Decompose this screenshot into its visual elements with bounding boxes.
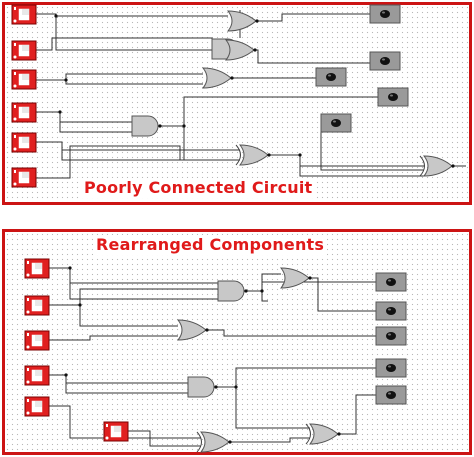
wire bbox=[160, 96, 378, 127]
wire bbox=[207, 329, 376, 337]
junction-dot bbox=[234, 385, 238, 389]
toggle-switch-icon[interactable] bbox=[11, 132, 37, 153]
toggle-switch-icon[interactable] bbox=[24, 365, 50, 386]
wire bbox=[65, 375, 188, 394]
output-lamp-icon bbox=[369, 51, 401, 71]
wire bbox=[36, 37, 213, 51]
components bbox=[11, 4, 455, 453]
wire bbox=[183, 126, 240, 161]
wire bbox=[65, 80, 203, 85]
wires bbox=[36, 10, 466, 447]
junction-dot bbox=[78, 303, 82, 307]
wire bbox=[261, 291, 268, 302]
or-gate-icon bbox=[201, 67, 234, 89]
wire bbox=[320, 124, 424, 171]
junction-dot bbox=[298, 153, 302, 157]
wire bbox=[269, 154, 424, 167]
xor-gate-icon bbox=[196, 431, 232, 453]
junction-dot bbox=[182, 124, 186, 128]
wire bbox=[79, 305, 178, 327]
toggle-switch-icon[interactable] bbox=[11, 102, 37, 123]
toggle-switch-icon[interactable] bbox=[11, 167, 37, 188]
xor-gate-icon bbox=[419, 155, 455, 177]
or-gate-icon bbox=[226, 10, 259, 32]
junction-dot bbox=[260, 289, 264, 293]
junction-dot bbox=[58, 110, 62, 114]
output-lamp-icon bbox=[315, 67, 347, 87]
toggle-switch-icon[interactable] bbox=[11, 69, 37, 90]
output-lamp-icon bbox=[375, 385, 407, 405]
toggle-switch-icon[interactable] bbox=[24, 330, 50, 351]
or-gate-icon bbox=[176, 319, 209, 341]
and-gate-icon bbox=[131, 115, 162, 137]
output-lamp-icon bbox=[375, 326, 407, 346]
output-lamp-icon bbox=[375, 358, 407, 378]
wire bbox=[49, 288, 218, 306]
wire bbox=[36, 73, 203, 81]
or-gate-icon bbox=[279, 267, 312, 289]
output-lamp-icon bbox=[369, 4, 401, 24]
xor-gate-icon bbox=[235, 144, 271, 166]
output-lamp-icon bbox=[320, 113, 352, 133]
wire bbox=[49, 335, 178, 341]
wire bbox=[258, 13, 370, 22]
junction-dot bbox=[68, 266, 72, 270]
wire bbox=[36, 111, 132, 123]
wire bbox=[299, 155, 424, 177]
junction-dot bbox=[64, 373, 68, 377]
wire bbox=[235, 387, 310, 429]
output-lamp-icon bbox=[375, 272, 407, 292]
or-gate-icon bbox=[224, 39, 257, 61]
and-gate-icon bbox=[217, 280, 248, 302]
wire bbox=[69, 268, 218, 300]
output-lamp-icon bbox=[377, 87, 409, 107]
wire bbox=[216, 367, 376, 388]
wire bbox=[310, 277, 376, 312]
panel-title-top: Poorly Connected Circuit bbox=[81, 178, 316, 198]
xor-gate-icon bbox=[305, 423, 341, 445]
toggle-switch-icon[interactable] bbox=[24, 258, 50, 279]
wire bbox=[59, 112, 132, 133]
toggle-switch-icon[interactable] bbox=[11, 4, 37, 25]
toggle-switch-icon[interactable] bbox=[103, 421, 129, 442]
wire bbox=[36, 13, 228, 17]
output-lamp-icon bbox=[375, 301, 407, 321]
junction-dot bbox=[54, 14, 58, 18]
toggle-switch-icon[interactable] bbox=[24, 295, 50, 316]
toggle-switch-icon[interactable] bbox=[24, 396, 50, 417]
wire bbox=[254, 49, 370, 64]
wire bbox=[339, 394, 376, 435]
wire bbox=[128, 430, 201, 447]
wire bbox=[230, 437, 310, 443]
wire bbox=[49, 267, 218, 284]
wire bbox=[55, 14, 212, 51]
junction-dot bbox=[64, 78, 68, 82]
wire bbox=[261, 281, 376, 291]
wire bbox=[49, 374, 188, 384]
wire bbox=[49, 405, 201, 439]
toggle-switch-icon[interactable] bbox=[11, 40, 37, 61]
and-gate-icon bbox=[187, 376, 218, 398]
wire bbox=[36, 145, 181, 179]
panel-title-bottom: Rearranged Components bbox=[93, 235, 328, 255]
wire bbox=[61, 142, 240, 161]
